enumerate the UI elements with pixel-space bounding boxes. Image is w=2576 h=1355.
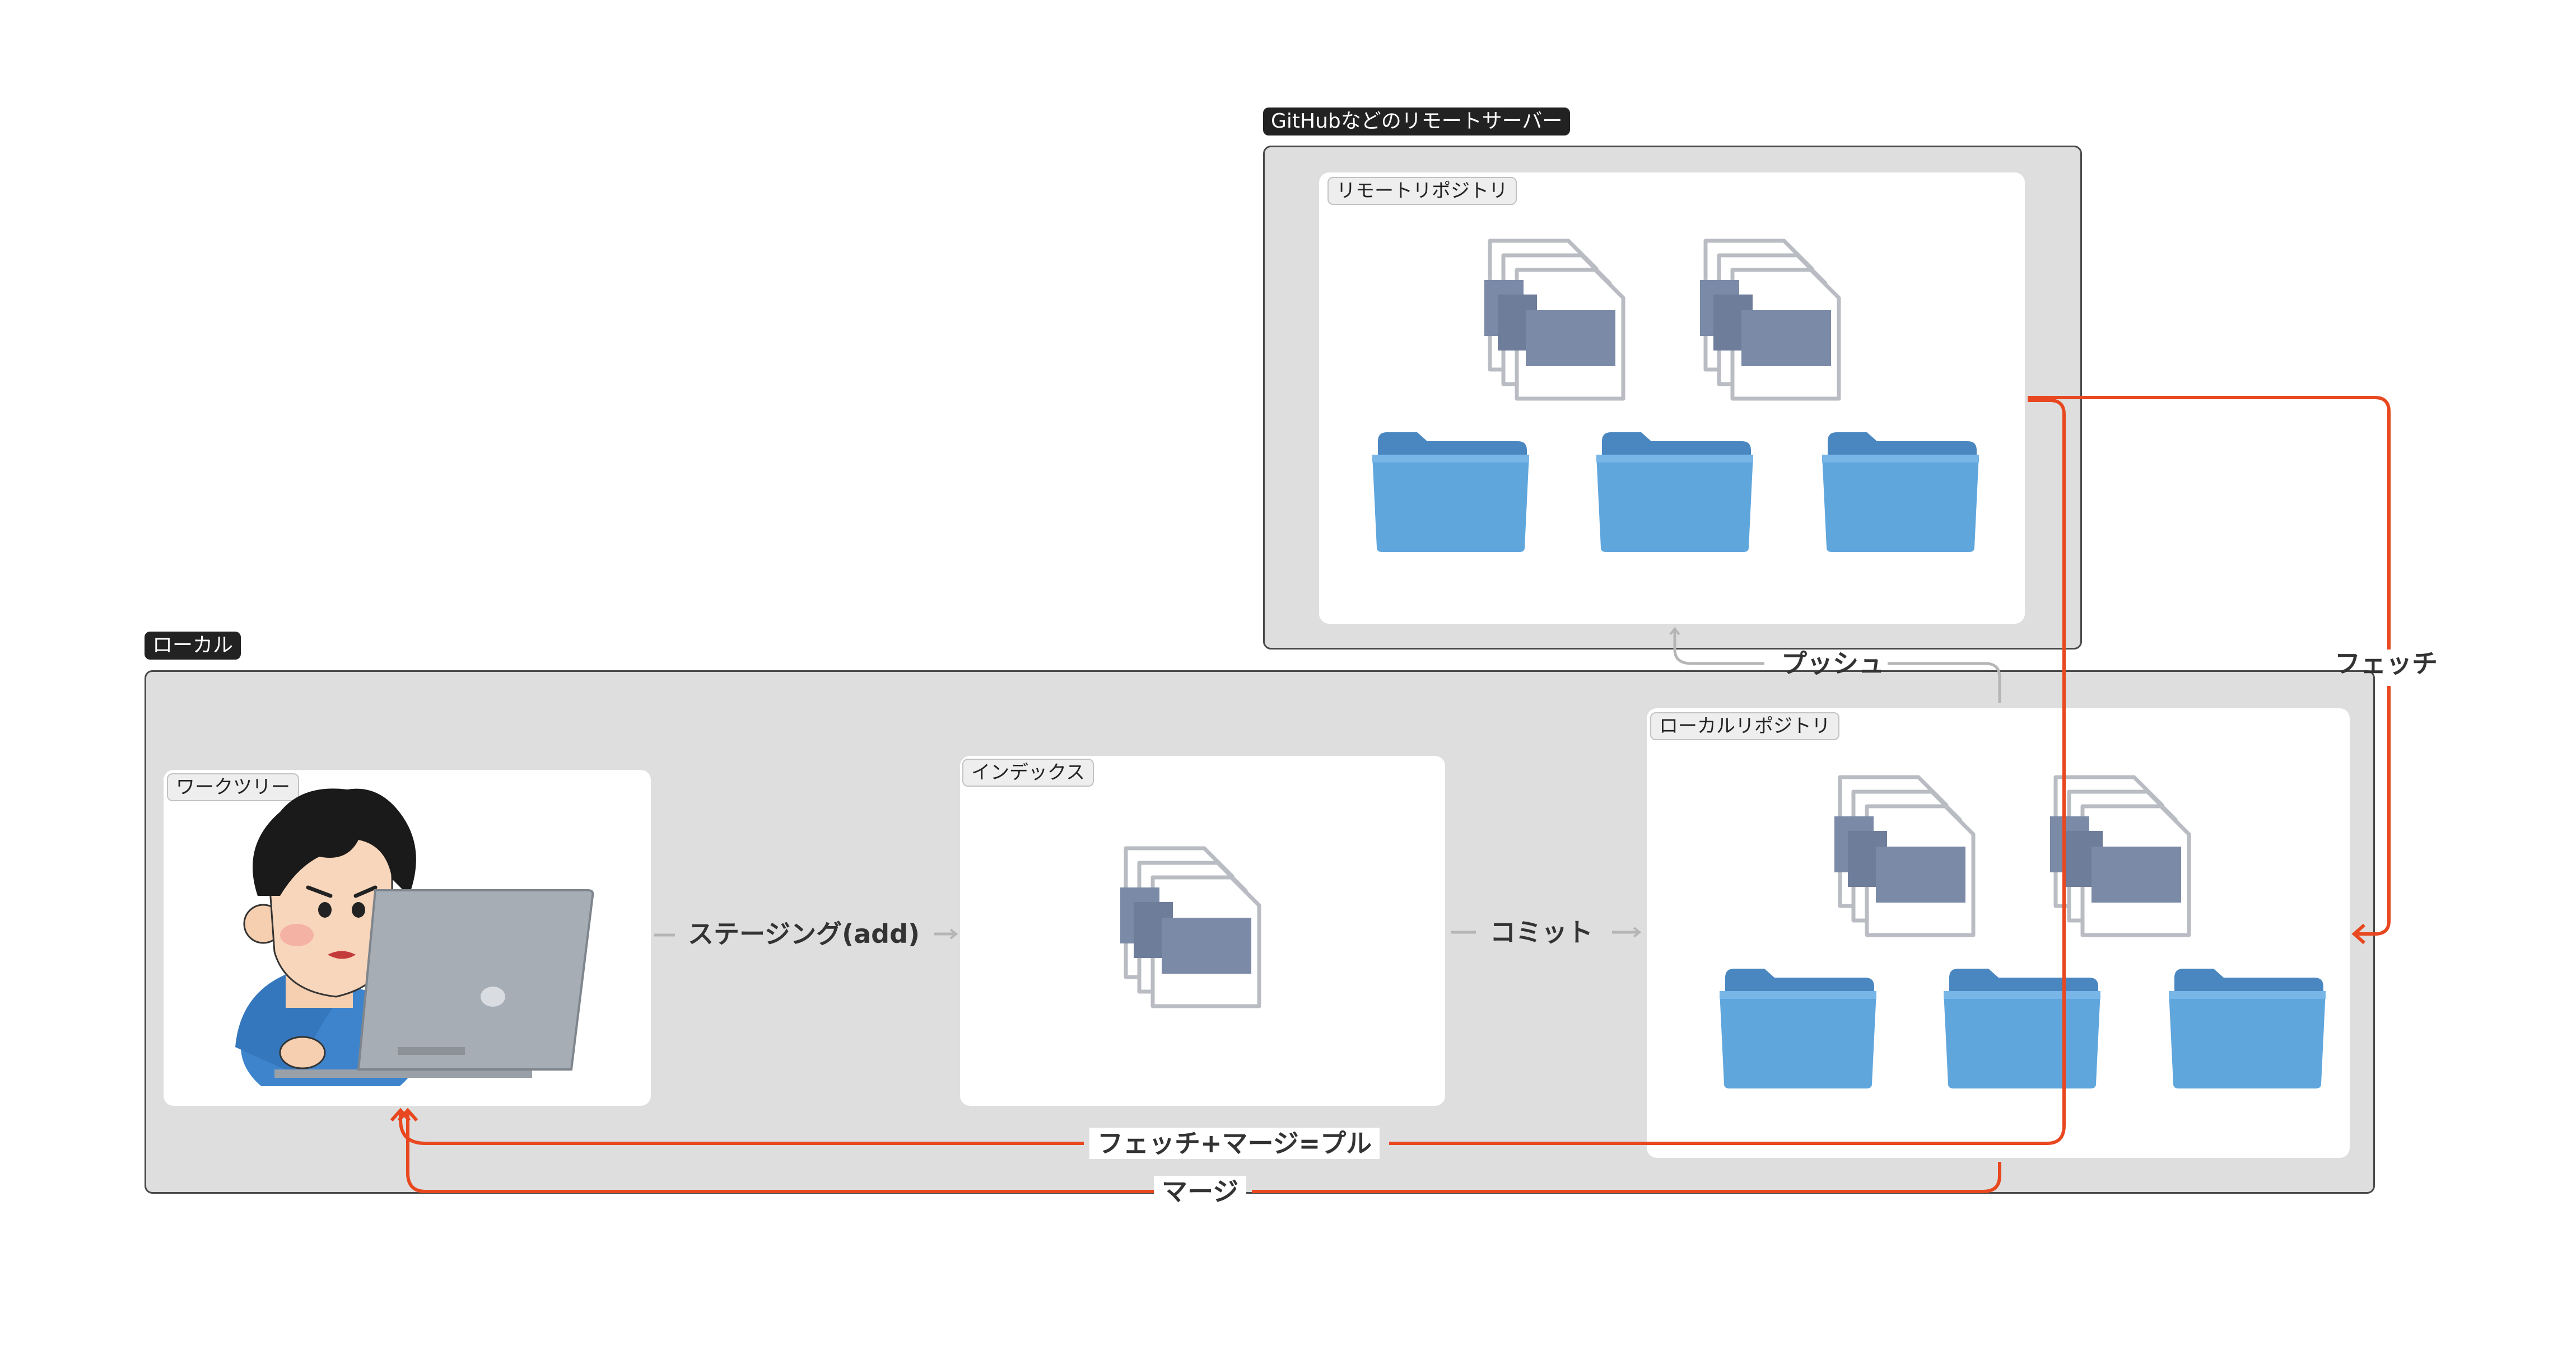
developer-with-laptop-icon [235, 788, 594, 1086]
fetch-label: フェッチ [2335, 648, 2438, 679]
worktree-tag: ワークツリー [167, 773, 299, 801]
remote-server-tag: GitHubなどのリモートサーバー [1263, 108, 1571, 136]
commit-label: コミット [1490, 917, 1593, 947]
index-tag: インデックス [962, 759, 1094, 787]
fetch-arrow [2028, 396, 2391, 650]
merge-arrow [1252, 1162, 2001, 1193]
merge-label: マージ [1154, 1176, 1247, 1207]
pull-label: フェッチ+マージ=プル [1089, 1128, 1380, 1159]
pull-arrow [1389, 399, 2066, 1145]
local-tag: ローカル [145, 632, 241, 660]
local-repository-tag: ローカルリポジトリ [1650, 712, 1839, 740]
remote-repository-tag: リモートリポジトリ [1327, 177, 1517, 205]
staging-label: ステージング(add) [688, 919, 920, 949]
push-label: プッシュ [1781, 648, 1884, 679]
push-arrow [1888, 662, 2001, 703]
